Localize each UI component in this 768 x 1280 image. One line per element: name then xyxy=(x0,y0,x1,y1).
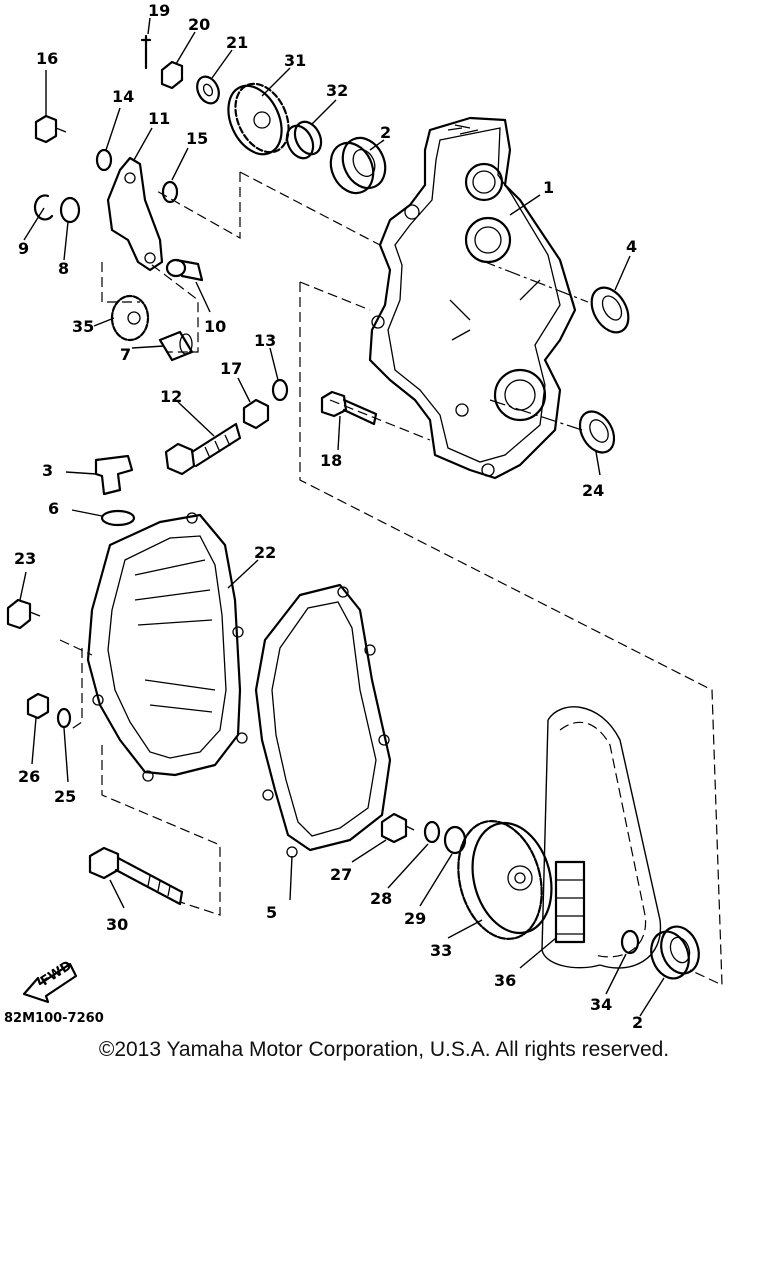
label-part-33: 33 xyxy=(430,941,452,960)
part-7-bushing xyxy=(158,330,194,362)
part-24-oil-seal xyxy=(578,410,616,454)
part-3-plug xyxy=(94,454,134,496)
part-1-gear-case xyxy=(368,116,577,480)
part-31-sprocket xyxy=(227,82,290,156)
fwd-label: FWD xyxy=(38,958,75,989)
part-19-cotter-pin xyxy=(140,34,152,70)
label-part-36: 36 xyxy=(494,971,516,990)
label-part-2-upper: 2 xyxy=(380,123,391,142)
part-32-collar xyxy=(285,120,323,160)
label-part-8: 8 xyxy=(58,259,69,278)
part-35-sprocket xyxy=(110,294,150,342)
part-28-nut xyxy=(423,820,441,844)
label-part-17: 17 xyxy=(220,359,242,378)
part-4-oil-seal xyxy=(590,286,630,334)
part-6-gasket xyxy=(100,509,136,527)
label-part-31: 31 xyxy=(284,51,306,70)
part-17-nut xyxy=(242,398,270,430)
label-part-28: 28 xyxy=(370,889,392,908)
label-part-6: 6 xyxy=(48,499,59,518)
part-10-shaft xyxy=(165,258,204,282)
label-part-26: 26 xyxy=(18,767,40,786)
label-part-7: 7 xyxy=(120,345,131,364)
label-part-35: 35 xyxy=(72,317,94,336)
label-part-14: 14 xyxy=(112,87,134,106)
part-9-circlip xyxy=(33,194,54,221)
label-part-5: 5 xyxy=(266,903,277,922)
label-part-1: 1 xyxy=(543,178,554,197)
part-30-bolt xyxy=(88,846,184,906)
label-part-11: 11 xyxy=(148,109,170,128)
label-part-34: 34 xyxy=(590,995,612,1014)
part-15-collar xyxy=(161,180,179,204)
part-2-bearing-lower xyxy=(650,925,700,980)
label-part-24: 24 xyxy=(582,481,604,500)
part-14-washer xyxy=(95,148,113,172)
label-part-19: 19 xyxy=(148,1,170,20)
label-part-4: 4 xyxy=(626,237,637,256)
label-part-29: 29 xyxy=(404,909,426,928)
label-part-21: 21 xyxy=(226,33,248,52)
part-29-washer xyxy=(443,825,467,855)
part-16-bolt xyxy=(34,114,67,144)
part-20-nut xyxy=(160,60,184,90)
part-23-bolt xyxy=(6,598,41,630)
label-part-22: 22 xyxy=(254,543,276,562)
part-11-tensioner-arm xyxy=(106,156,164,272)
copyright-notice: ©2013 Yamaha Motor Corporation, U.S.A. A… xyxy=(98,1038,670,1061)
part-34-washer xyxy=(620,929,640,955)
label-part-18: 18 xyxy=(320,451,342,470)
fwd-arrow-icon: FWD xyxy=(22,958,78,1004)
part-36-drive-chain xyxy=(541,706,662,969)
label-part-15: 15 xyxy=(186,129,208,148)
part-labels: 1 2 2 3 4 5 6 7 8 9 10 11 12 13 14 15 16… xyxy=(14,1,643,1032)
part-33-sprocket xyxy=(457,820,553,940)
label-part-13: 13 xyxy=(254,331,276,350)
exploded-parts-diagram: FWD xyxy=(4,1,723,1032)
assembly-lines xyxy=(59,171,723,986)
part-13-washer xyxy=(271,378,289,402)
label-part-23: 23 xyxy=(14,549,36,568)
label-part-10: 10 xyxy=(204,317,226,336)
label-part-2-lower: 2 xyxy=(632,1013,643,1032)
label-part-30: 30 xyxy=(106,915,128,934)
part-22-chain-case-cover xyxy=(86,512,248,782)
part-18-bolt xyxy=(320,390,378,426)
label-part-9: 9 xyxy=(18,239,29,258)
label-part-27: 27 xyxy=(330,865,352,884)
label-part-20: 20 xyxy=(188,15,210,34)
label-part-25: 25 xyxy=(54,787,76,806)
label-part-3: 3 xyxy=(42,461,53,480)
label-part-16: 16 xyxy=(36,49,58,68)
label-part-12: 12 xyxy=(160,387,182,406)
part-26-bolt xyxy=(26,692,50,720)
leader-lines xyxy=(19,17,665,1017)
part-21-washer xyxy=(196,75,220,105)
part-12-bolt xyxy=(164,422,242,476)
label-part-32: 32 xyxy=(326,81,348,100)
part-2-bearing-upper xyxy=(329,136,387,195)
diagram-reference-code: 82M100-7260 xyxy=(4,1011,104,1026)
part-8-washer xyxy=(59,196,81,224)
part-5-gasket xyxy=(254,583,392,858)
part-27-bolt xyxy=(380,812,415,844)
part-25-washer xyxy=(56,707,72,729)
